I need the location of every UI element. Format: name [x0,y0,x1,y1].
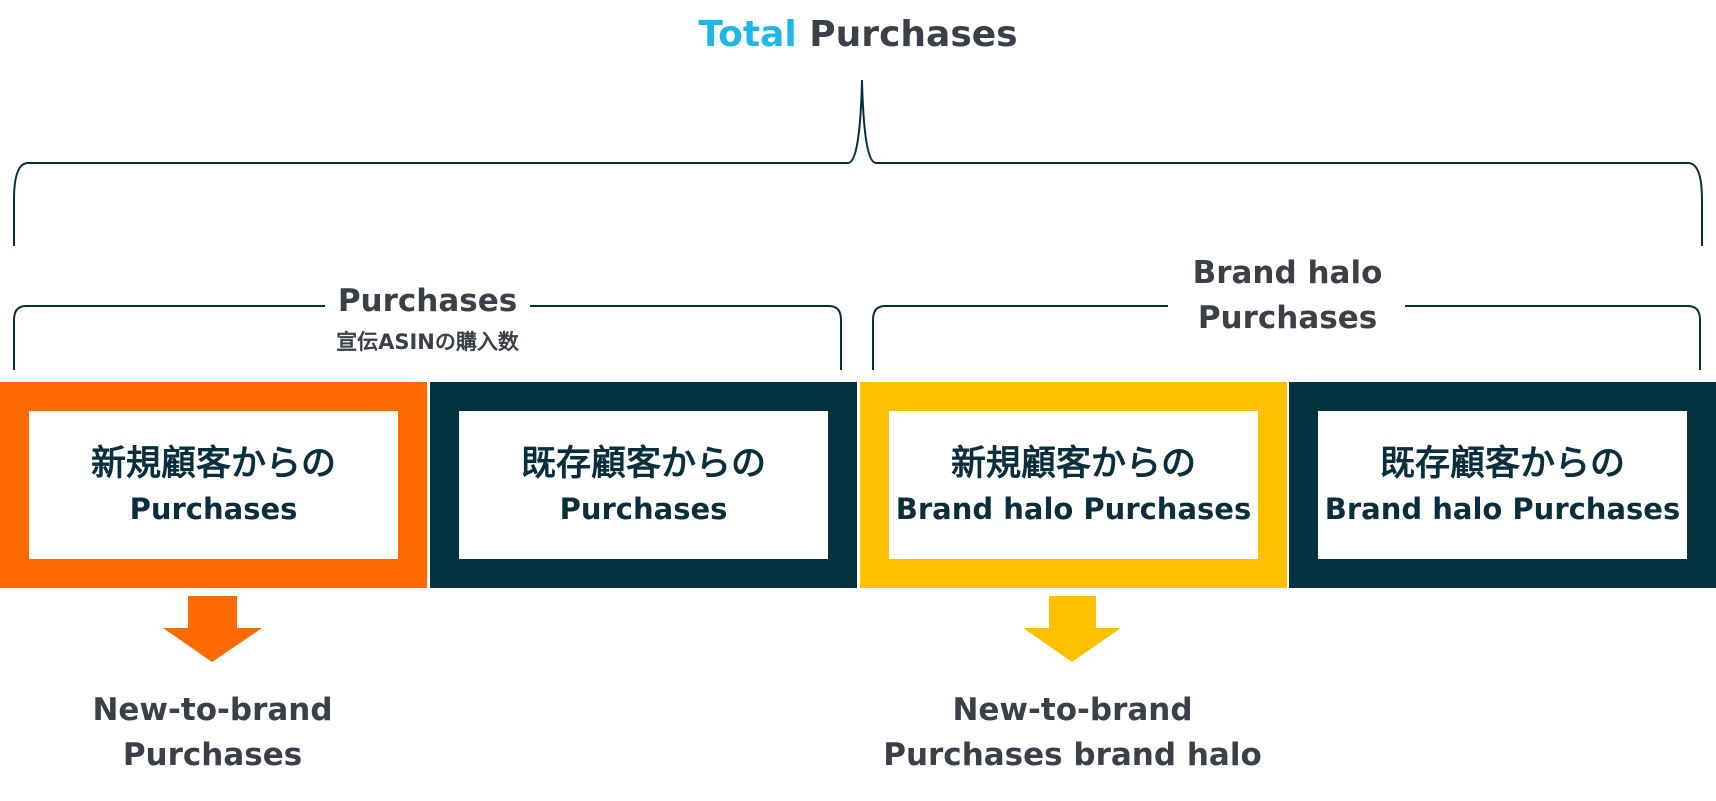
box-jp-label: 新規顧客からの [90,444,336,484]
result-line1: New-to-brand [952,692,1193,728]
box-existing-halo: 既存顧客からの Brand halo Purchases [1289,382,1716,588]
title-accent: Total [698,14,797,55]
purchases-label: Purchases [337,283,518,319]
result-ntb-purchases: New-to-brand Purchases [60,688,365,778]
box-en-label: Purchases [559,492,728,526]
result-line1: New-to-brand [92,692,333,728]
box-en-label: Brand halo Purchases [895,492,1252,526]
diagram-title: Total Purchases [0,14,1716,55]
title-rest: Purchases [809,14,1018,55]
purchases-sublabel: 宣伝ASINの購入数 [336,330,519,354]
box-existing-purchases: 既存顧客からの Purchases [430,382,857,588]
halo-bracket [872,305,1701,370]
result-ntb-halo: New-to-brand Purchases brand halo [880,688,1265,778]
box-jp-label: 既存顧客からの [520,444,766,484]
box-new-halo: 新規顧客からの Brand halo Purchases [860,382,1287,588]
arrow-down-icon [1023,596,1121,662]
halo-label-line1: Brand halo [1192,255,1383,291]
box-jp-label: 新規顧客からの [950,444,1196,484]
box-jp-label: 既存顧客からの [1379,444,1625,484]
result-line2: Purchases brand halo [883,737,1262,773]
box-en-label: Brand halo Purchases [1324,492,1681,526]
total-brace [13,79,1703,246]
box-en-label: Purchases [129,492,298,526]
purchases-bracket [13,305,842,370]
halo-label: Brand halo Purchases [1170,251,1405,341]
arrow-down-icon [163,596,262,662]
halo-label-line2: Purchases [1197,300,1378,336]
result-line2: Purchases [122,737,303,773]
box-new-purchases: 新規顧客からの Purchases [0,382,427,588]
